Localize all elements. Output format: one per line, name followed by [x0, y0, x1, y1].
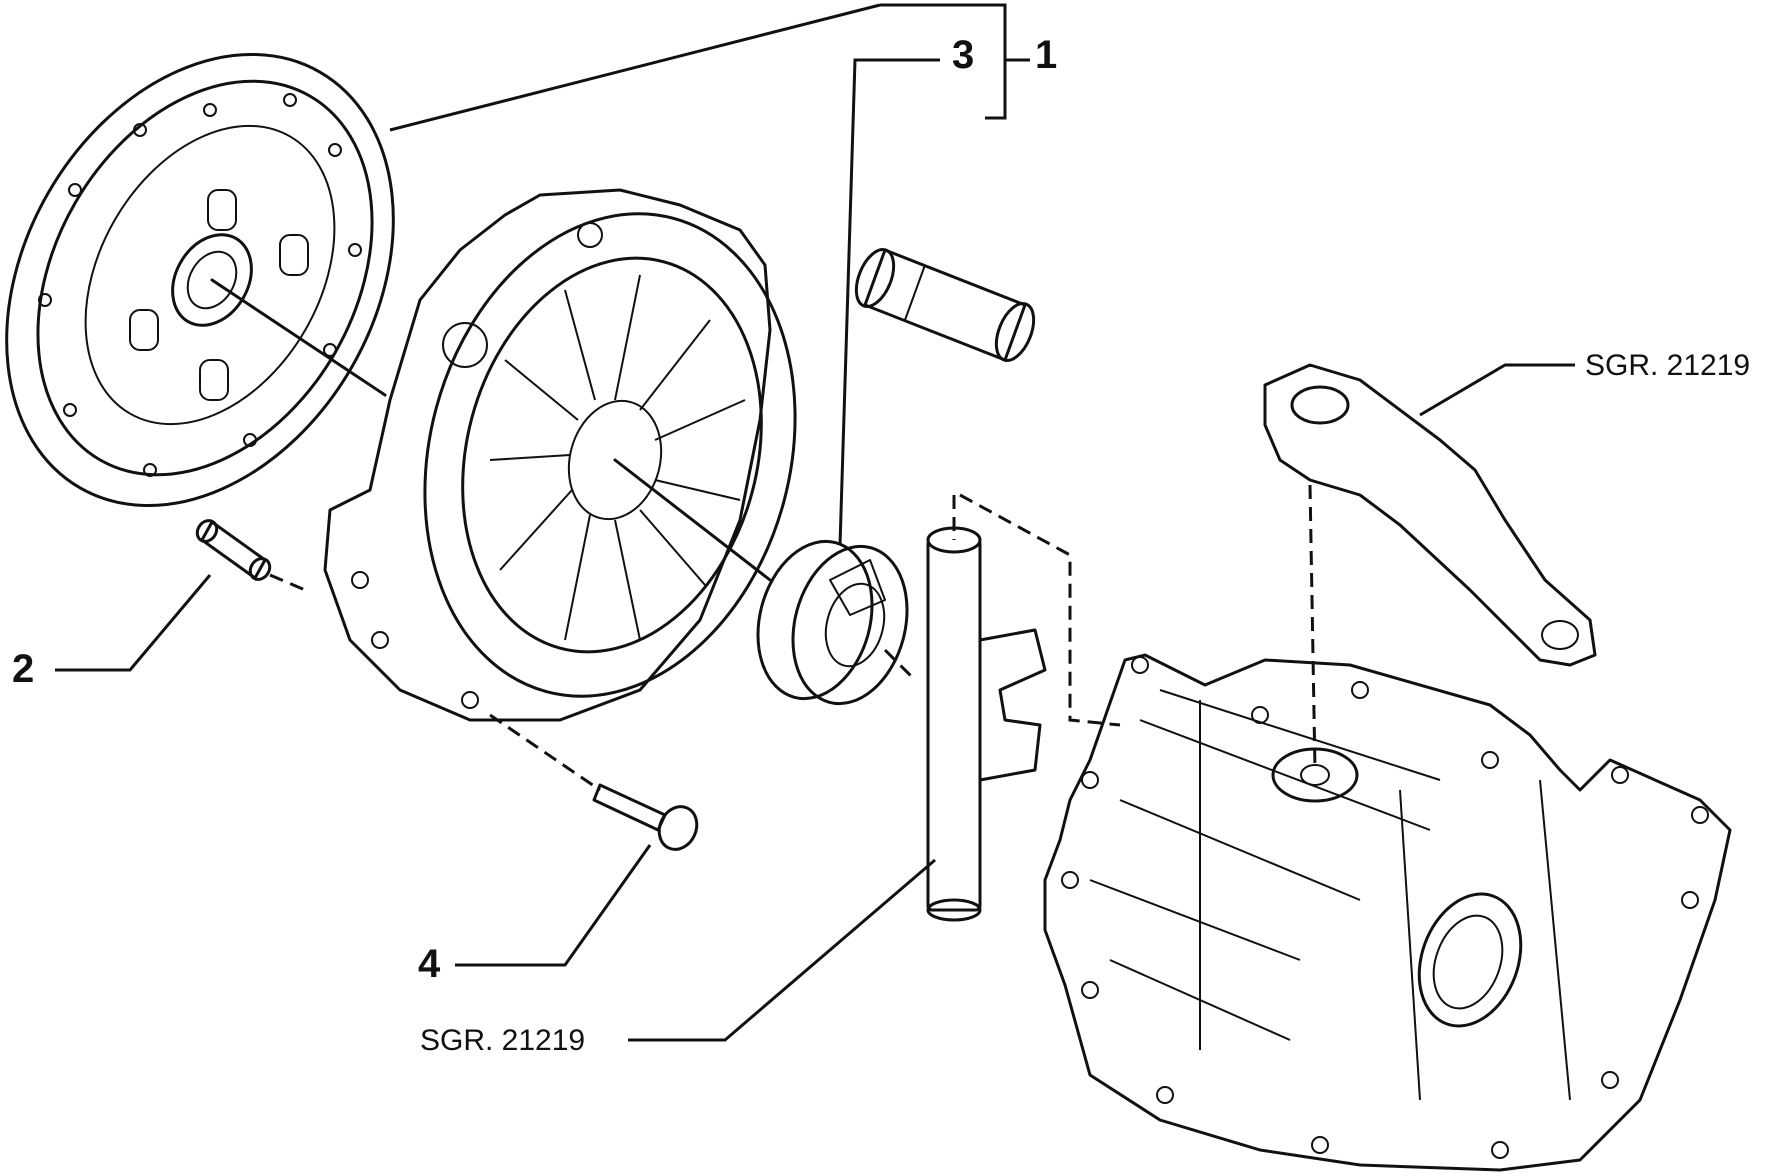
callout-1: 1 [1035, 33, 1057, 77]
pressure-plate [323, 188, 797, 722]
callout-2: 2 [12, 647, 34, 691]
gearbox-housing [1043, 653, 1732, 1172]
reference-upper: SGR. 21219 [1585, 349, 1750, 382]
dowel-pin [195, 519, 306, 592]
callout-4: 4 [418, 942, 441, 986]
housing-ribs [1089, 689, 1571, 1101]
reference-lower: SGR. 21219 [420, 1024, 585, 1057]
fork-shaft [926, 493, 1121, 922]
screw [489, 713, 699, 851]
guide-bush [854, 248, 1036, 362]
release-lever [1263, 363, 1597, 771]
diaphragm-fingers [489, 274, 746, 641]
callout-3: 3 [952, 33, 974, 77]
clutch-disc [5, 52, 395, 508]
leader-lines [55, 3, 1575, 1042]
housing-bolt-holes [1061, 656, 1709, 1159]
release-bearing [613, 458, 917, 706]
